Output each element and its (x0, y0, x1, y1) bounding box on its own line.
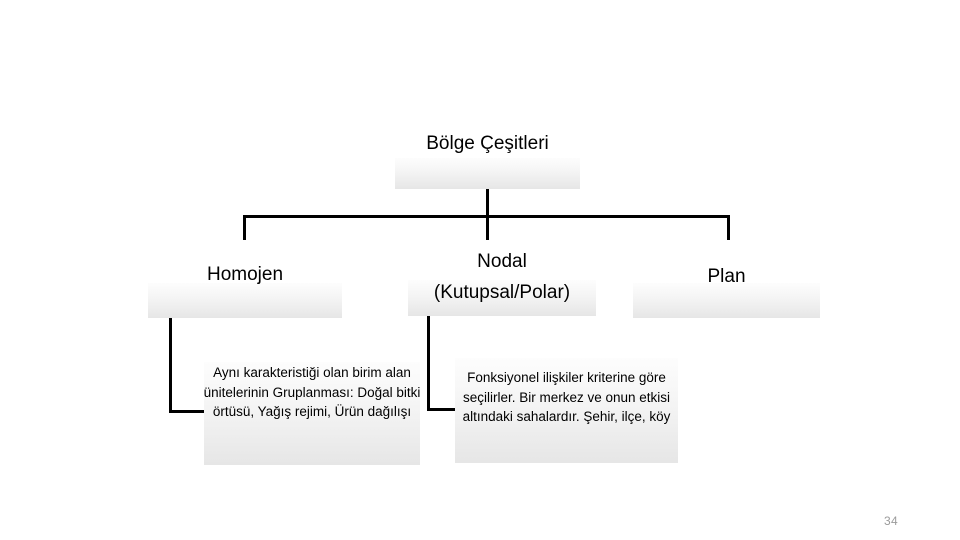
connector-elbow-homojen-horizontal (169, 410, 209, 413)
node-box-plan[interactable] (633, 283, 820, 318)
connector-drop-nodal (486, 215, 489, 240)
connector-elbow-nodal-vertical (427, 316, 430, 411)
connector-elbow-homojen-vertical (169, 318, 172, 413)
node-box-nodal[interactable] (408, 280, 596, 316)
page-number: 34 (884, 514, 898, 528)
detail-box-homojen[interactable] (204, 362, 420, 465)
node-label-plan: Plan (707, 266, 746, 287)
detail-box-nodal[interactable] (455, 358, 678, 463)
node-box-root[interactable] (395, 158, 580, 189)
connector-drop-homojen (243, 215, 246, 240)
node-label-homojen: Homojen (206, 264, 284, 285)
node-label-root: Bölge Çeşitleri (426, 133, 549, 154)
detail-label-homojen: Aynı karakteristiği olan birim alan ünit… (203, 365, 421, 419)
node-box-homojen[interactable] (148, 283, 342, 318)
node-label-nodal: Nodal (Kutupsal/Polar) (433, 251, 571, 303)
detail-label-nodal: Fonksiyonel ilişkiler kriterine göre seç… (462, 370, 671, 424)
connector-root-trunk (486, 189, 489, 216)
connector-drop-plan (727, 215, 730, 240)
connector-elbow-nodal-horizontal (427, 408, 461, 411)
